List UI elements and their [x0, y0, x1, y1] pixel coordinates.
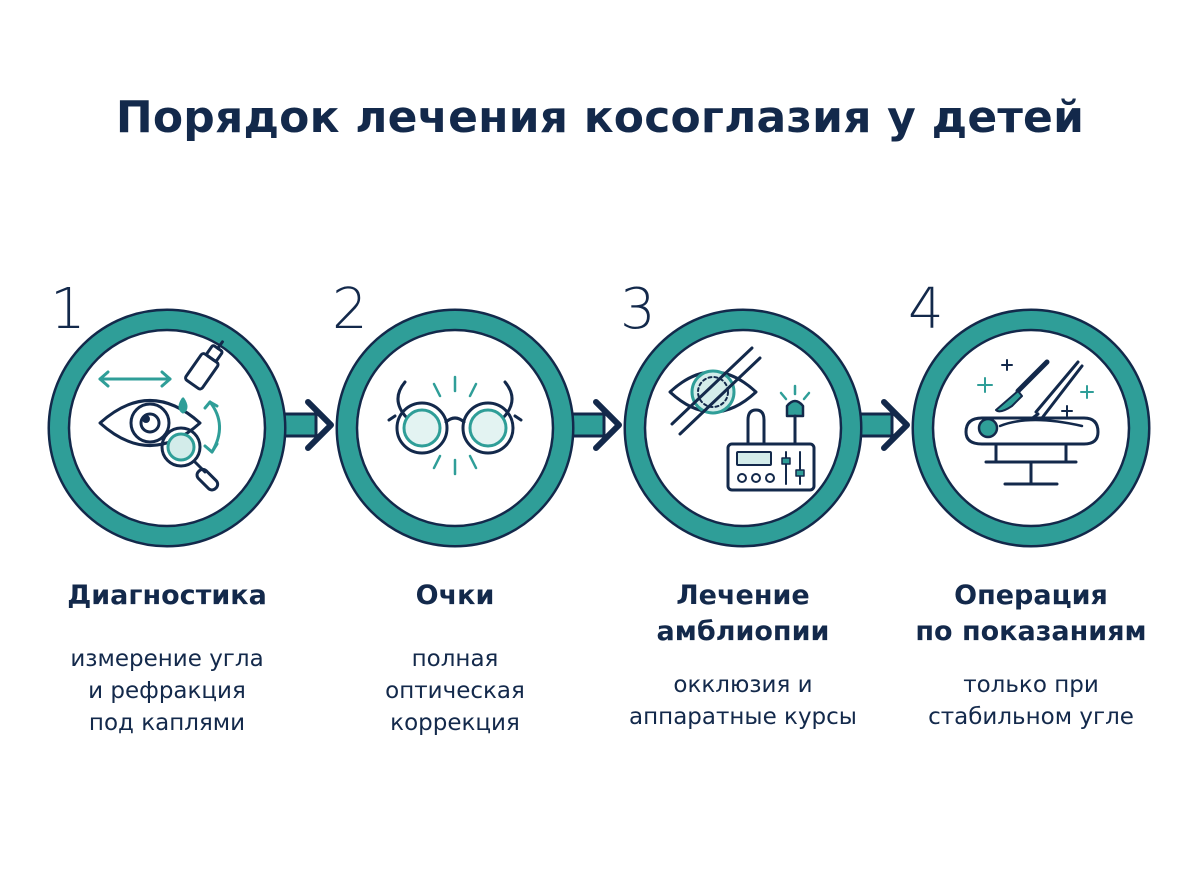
step-title-3: Лечение амблиопии [656, 580, 830, 647]
operating-table-icon [964, 416, 1100, 486]
scalpel-icon [995, 359, 1050, 413]
step-title-2: Очки [415, 580, 495, 611]
magnifier-icon [160, 426, 220, 492]
step-description-1: измерение угла и рефракция под каплями [70, 646, 264, 736]
eye-icon [98, 399, 202, 447]
step-number-3: 3 [620, 277, 656, 342]
step-title-1: Диагностика [67, 580, 267, 611]
step-number-1: 1 [50, 277, 86, 342]
rotation-arrows-icon [203, 400, 221, 454]
step-title-4: Операция по показаниям [915, 580, 1147, 647]
occluded-eye-icon [668, 346, 762, 436]
eye-drops-icon [178, 340, 224, 414]
step-circle-2 [335, 308, 575, 548]
page-title: Порядок лечения косоглазия у детей [115, 92, 1085, 143]
glasses-icon [387, 375, 523, 476]
step-description-4: только при стабильном угле [928, 672, 1134, 730]
sparkle-icons [977, 359, 1094, 417]
step-description-2: полная оптическая коррекция [385, 646, 525, 736]
step-description-3: окклюзия и аппаратные курсы [629, 672, 857, 730]
training-device-icon [726, 384, 816, 492]
step-circle-3 [623, 308, 863, 548]
step-number-2: 2 [332, 277, 368, 342]
step-number-4: 4 [908, 277, 944, 342]
measure-arrows-icon [98, 370, 172, 388]
